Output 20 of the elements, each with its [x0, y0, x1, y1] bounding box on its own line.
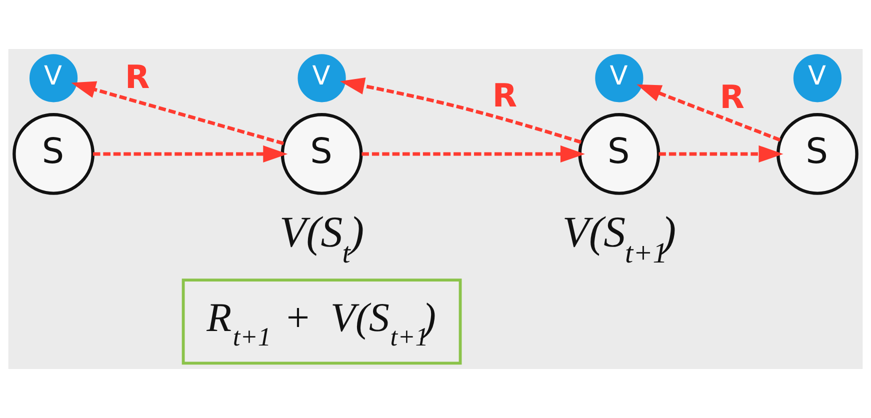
node-circle: S	[12, 113, 94, 195]
node-circle: V	[595, 54, 644, 102]
node-circle: S	[280, 113, 363, 195]
arrow	[658, 145, 784, 163]
arrow	[636, 84, 781, 142]
edge-label: R	[492, 76, 518, 115]
arrow	[71, 81, 284, 146]
node-circle: V	[793, 54, 842, 102]
node-box: R$_{t+1}$ + V(S$_{t+1}$)	[182, 278, 462, 365]
node-circle: V	[298, 54, 346, 102]
node-circle: V	[29, 54, 78, 102]
edge-label: R	[124, 58, 150, 96]
node-circle: S	[776, 113, 858, 195]
node-label: V(S$_{t+1}$)	[562, 208, 676, 270]
node-label: V(S$_{t}$)	[280, 208, 364, 270]
edge-label: R	[720, 78, 744, 116]
node-circle: S	[578, 113, 660, 195]
arrow	[93, 145, 288, 163]
arrow	[340, 78, 582, 144]
arrow	[362, 145, 585, 163]
